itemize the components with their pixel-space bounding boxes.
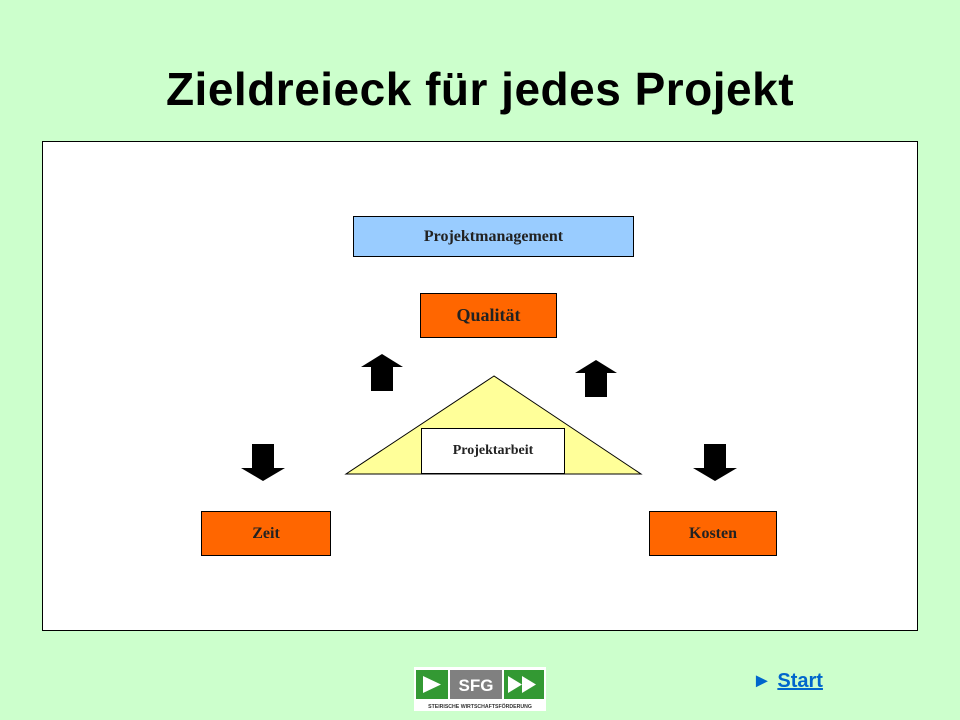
arrow-up-right-icon bbox=[575, 360, 617, 397]
arrow-up-left-icon bbox=[361, 354, 403, 391]
logo-caption: STEIRISCHE WIRTSCHAFTSFÖRDERUNG bbox=[428, 703, 532, 710]
projektarbeit-box: Projektarbeit bbox=[421, 428, 565, 474]
qualitaet-box: Qualität bbox=[420, 293, 557, 338]
start-link-container: ► Start bbox=[752, 670, 823, 693]
kosten-box: Kosten bbox=[649, 511, 777, 556]
diagram-panel: Projektmanagement Qualität Zeit Kosten P… bbox=[42, 141, 918, 631]
project-triangle bbox=[344, 375, 643, 475]
zeit-box: Zeit bbox=[201, 511, 331, 556]
logo-text: SFG bbox=[459, 676, 494, 695]
start-link[interactable]: Start bbox=[777, 670, 823, 692]
triangle-diagram bbox=[344, 375, 643, 475]
arrow-down-left-icon bbox=[241, 444, 285, 481]
projektmanagement-box: Projektmanagement bbox=[353, 216, 634, 257]
page-title: Zieldreieck für jedes Projekt bbox=[165, 63, 795, 115]
play-arrow-icon: ► bbox=[752, 670, 772, 692]
arrow-down-right-icon bbox=[693, 444, 737, 481]
sfg-logo: SFG STEIRISCHE WIRTSCHAFTSFÖRDERUNG bbox=[414, 667, 546, 711]
